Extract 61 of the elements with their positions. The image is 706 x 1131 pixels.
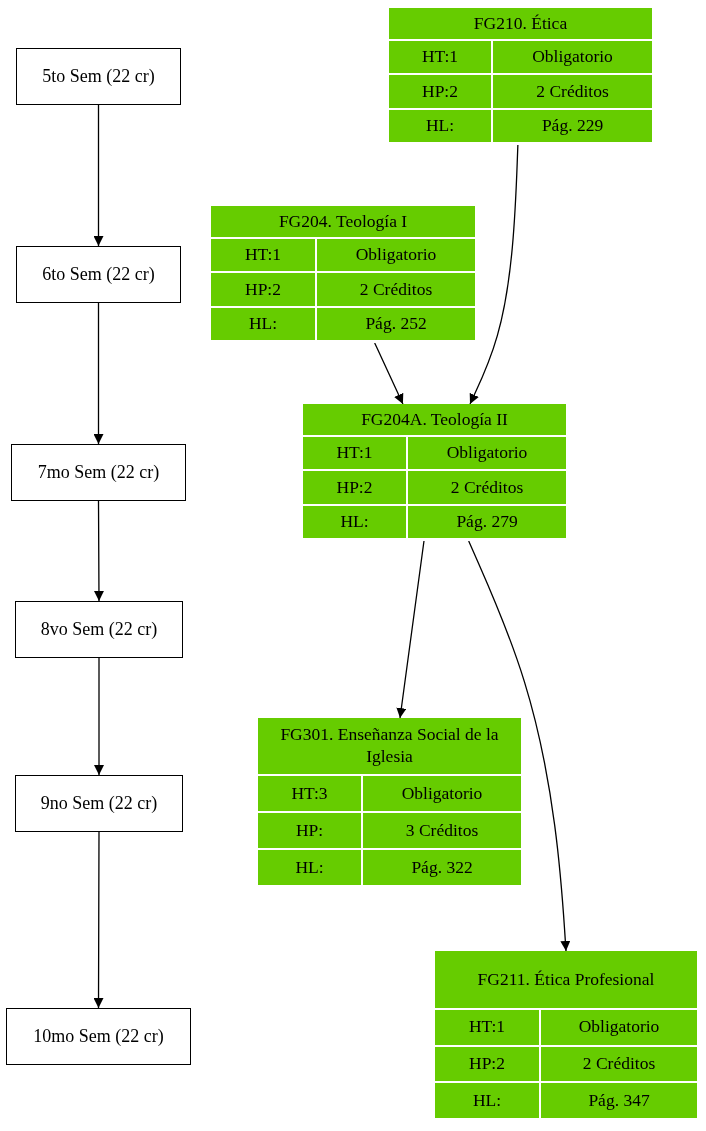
table-cell: 2 Créditos [317, 273, 475, 306]
table-cell: HP:2 [389, 75, 491, 108]
table-cell: Pág. 347 [541, 1083, 697, 1118]
semester-box [15, 601, 183, 658]
semester-label: 8vo Sem (22 cr) [40, 619, 158, 640]
table-cell: HT:1 [389, 41, 491, 74]
semester-box [15, 775, 183, 832]
semester-box [16, 48, 181, 105]
course-table [211, 206, 475, 343]
semester-box [6, 1008, 191, 1065]
semester-label: 5to Sem (22 cr) [42, 66, 155, 87]
table-cell: HT:1 [211, 239, 315, 272]
arrow [94, 657, 104, 776]
arrow [93, 500, 104, 602]
table-cell: HL: [303, 505, 406, 538]
course-title: FG210. Ética [389, 8, 652, 39]
table-cell: Pág. 252 [317, 307, 475, 340]
course-title: FG211. Ética Profesional [435, 951, 697, 1008]
arrow [468, 540, 571, 952]
table-cell: Obligatorio [541, 1010, 697, 1045]
semester-label: 10mo Sem (22 cr) [33, 1026, 164, 1047]
table-cell: 3 Créditos [363, 813, 521, 848]
table-cell: HT:1 [435, 1010, 539, 1045]
arrow [93, 831, 104, 1009]
table-cell: HP:2 [303, 471, 406, 504]
table-cell: HL: [258, 850, 361, 885]
course-table [303, 404, 566, 541]
arrow [374, 342, 404, 405]
table-cell: Pág. 322 [363, 850, 521, 885]
table-cell: HP: [258, 813, 361, 848]
table-cell: HP:2 [435, 1046, 539, 1082]
table-cell: Obligatorio [493, 41, 652, 74]
table-cell: Obligatorio [317, 239, 475, 272]
semester-label: 6to Sem (22 cr) [42, 264, 155, 285]
table-cell: Obligatorio [408, 437, 566, 470]
arrow [93, 302, 104, 445]
arrow [469, 144, 519, 405]
course-table [435, 951, 697, 1121]
table-cell: HT:1 [303, 437, 406, 470]
table-cell: Pág. 229 [493, 109, 652, 142]
table-cell: HL: [389, 109, 491, 142]
course-table [389, 8, 652, 145]
course-title: FG204. Teología I [211, 206, 475, 237]
arrow [93, 104, 104, 247]
semester-label: 7mo Sem (22 cr) [37, 462, 160, 483]
semester-box [16, 246, 181, 303]
semester-box [11, 444, 186, 501]
table-cell: Pág. 279 [408, 505, 566, 538]
table-cell: 2 Créditos [493, 75, 652, 108]
table-cell: Obligatorio [363, 776, 521, 811]
course-table [258, 718, 521, 888]
table-cell: HP:2 [211, 273, 315, 306]
arrow [396, 540, 425, 719]
table-cell: 2 Créditos [408, 471, 566, 504]
table-cell: HT:3 [258, 776, 361, 811]
table-cell: HL: [435, 1083, 539, 1118]
course-title: FG204A. Teología II [303, 404, 566, 435]
table-cell: HL: [211, 307, 315, 340]
table-cell: 2 Créditos [541, 1046, 697, 1082]
semester-label: 9no Sem (22 cr) [40, 793, 158, 814]
course-title: FG301. Enseñanza Social de la Iglesia [258, 718, 521, 774]
